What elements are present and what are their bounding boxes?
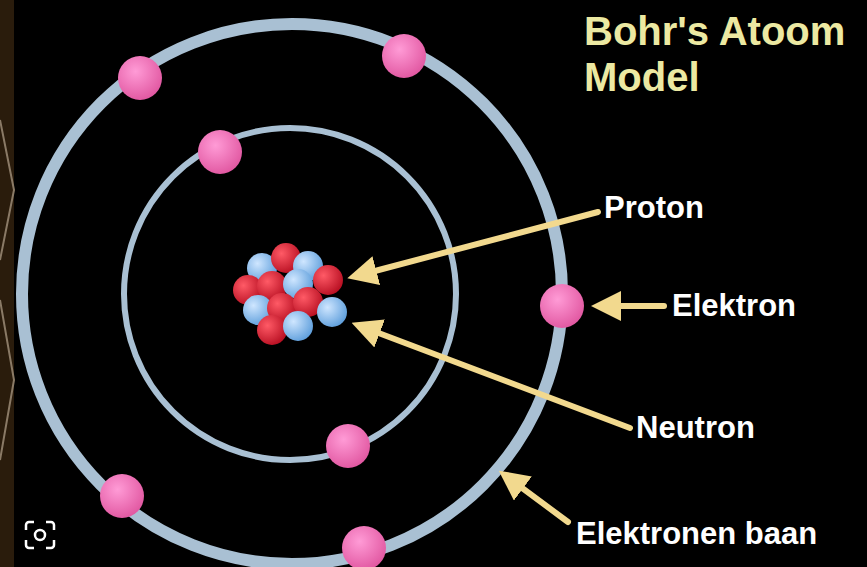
- outer-orbit: [22, 24, 562, 564]
- electrons: [100, 34, 584, 567]
- frame-chevron: [0, 120, 14, 460]
- diagram-title: Bohr's Atoom Model: [584, 8, 856, 100]
- nucleus: [233, 243, 347, 345]
- part-label: Proton: [604, 190, 704, 226]
- inner-orbit: [124, 128, 456, 460]
- part-label: Elektron: [672, 288, 796, 324]
- leader-arrows: [356, 212, 664, 522]
- frame-strip: [0, 0, 14, 567]
- part-label: Neutron: [636, 410, 755, 446]
- part-label: Elektronen baan: [576, 516, 817, 552]
- lens-icon: [26, 522, 54, 548]
